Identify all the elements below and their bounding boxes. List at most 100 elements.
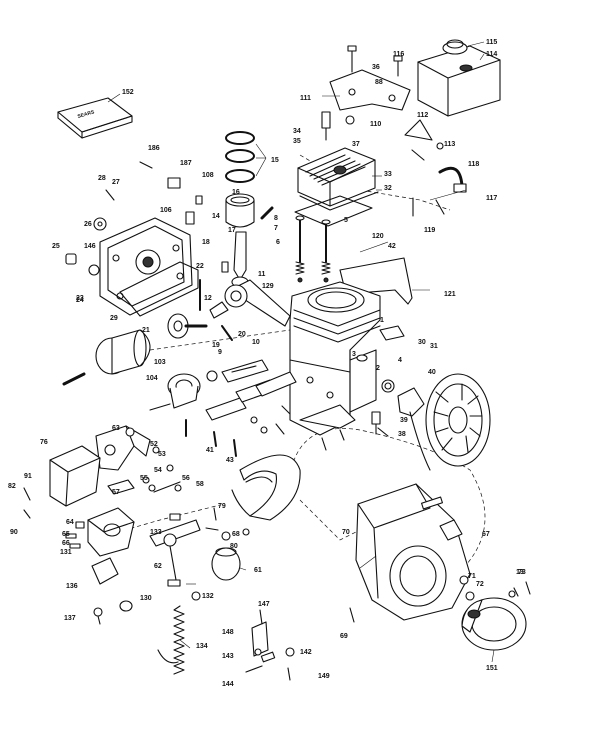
callout: 9 xyxy=(218,349,222,356)
callout: 56 xyxy=(182,475,190,482)
callout: 23 xyxy=(76,295,84,302)
governor-lever xyxy=(149,519,201,547)
callout: 18 xyxy=(202,239,210,246)
bolt-116 xyxy=(393,55,403,77)
callout: 112 xyxy=(417,112,428,119)
callout: 119 xyxy=(424,227,435,234)
callout: 103 xyxy=(154,359,166,366)
seal-146 xyxy=(88,264,100,276)
callout: 7 xyxy=(274,225,278,232)
gear-187 xyxy=(167,177,181,189)
recoil-starter xyxy=(461,597,527,651)
callout: 30 xyxy=(418,339,426,346)
bracket-112 xyxy=(404,119,433,141)
spark-plug-34 xyxy=(321,111,331,141)
callout: 116 xyxy=(393,51,404,58)
callout: 10 xyxy=(252,339,260,346)
leader-lines xyxy=(107,41,495,663)
callout: 61 xyxy=(254,567,262,574)
callout: 80 xyxy=(230,543,238,550)
callout: 36 xyxy=(372,64,380,71)
flywheel-key-3 xyxy=(356,354,368,362)
fuel-tank xyxy=(417,39,501,117)
callout: 58 xyxy=(196,481,204,488)
callout: 57 xyxy=(112,489,120,496)
washer-35 xyxy=(345,115,355,125)
callout: 35 xyxy=(293,138,301,145)
callout-labels: 152 116 115 114 36 88 111 15 34 35 37 11… xyxy=(8,39,526,688)
stop-switch-39 xyxy=(371,411,381,425)
callout: 64 xyxy=(66,519,74,526)
cylinder-head xyxy=(297,147,379,211)
callout: 146 xyxy=(84,243,96,250)
piston xyxy=(225,193,255,228)
callout: 40 xyxy=(428,369,436,376)
callout: 144 xyxy=(222,681,234,688)
callout: 110 xyxy=(370,121,381,128)
gaskets-intake xyxy=(205,359,297,421)
callout: 111 xyxy=(300,95,311,102)
callout: 13 xyxy=(516,569,524,576)
seal-106 xyxy=(185,211,195,225)
callout: 22 xyxy=(196,263,204,270)
callout: 52 xyxy=(150,441,158,448)
callout: 3 xyxy=(352,351,356,358)
callout: 27 xyxy=(112,179,120,186)
callout: 38 xyxy=(398,431,406,438)
callout: 24 xyxy=(76,297,84,304)
callout: 143 xyxy=(222,653,234,660)
callout: 131 xyxy=(60,549,72,556)
callout: 21 xyxy=(142,327,150,334)
intake-manifold xyxy=(95,425,151,471)
callout: 151 xyxy=(486,665,498,672)
dashed-outline-top xyxy=(299,154,451,211)
callout: 70 xyxy=(342,529,350,536)
callout: 186 xyxy=(148,145,160,152)
dashed-outline-mid xyxy=(149,329,291,351)
fuel-bowl xyxy=(91,557,119,585)
callout: 152 xyxy=(122,89,134,96)
owners-manual: SEARS xyxy=(57,97,133,139)
callout: 31 xyxy=(430,343,438,350)
cover-gasket xyxy=(119,261,199,317)
cylinder-block xyxy=(289,281,381,436)
callout: 34 xyxy=(293,128,301,135)
callout: 79 xyxy=(218,503,226,510)
callout: 149 xyxy=(318,673,330,680)
callout: 32 xyxy=(384,185,392,192)
callout: 88 xyxy=(375,79,383,86)
air-cleaner xyxy=(49,445,101,507)
callout: 134 xyxy=(196,643,208,650)
callout: 72 xyxy=(476,581,484,588)
svg-text:SEARS: SEARS xyxy=(77,109,96,120)
callout: 63 xyxy=(112,425,120,432)
callout: 130 xyxy=(140,595,152,602)
oil-seal-4 xyxy=(381,379,395,393)
callout: 39 xyxy=(400,417,408,424)
callout: 26 xyxy=(84,221,92,228)
callout: 187 xyxy=(180,160,192,167)
callout: 104 xyxy=(146,375,158,382)
camshaft xyxy=(167,313,208,339)
plug-25 xyxy=(65,253,77,265)
screen-67 xyxy=(439,519,463,541)
callout: 6 xyxy=(276,239,280,246)
callout: 1 xyxy=(380,317,384,324)
connecting-rod xyxy=(231,231,249,288)
callout: 15 xyxy=(271,157,279,164)
callout: 20 xyxy=(238,331,246,338)
callout: 43 xyxy=(226,457,234,464)
flywheel xyxy=(425,373,491,467)
callout: 54 xyxy=(154,467,162,474)
breaker-assembly xyxy=(167,370,218,409)
callout: 120 xyxy=(372,233,384,240)
callout: 136 xyxy=(66,583,78,590)
crankshaft xyxy=(209,279,291,327)
callout: 90 xyxy=(10,529,18,536)
callout: 148 xyxy=(222,629,234,636)
callout: 133 xyxy=(150,529,162,536)
callout: 11 xyxy=(258,271,266,278)
callout: 17 xyxy=(228,227,236,234)
